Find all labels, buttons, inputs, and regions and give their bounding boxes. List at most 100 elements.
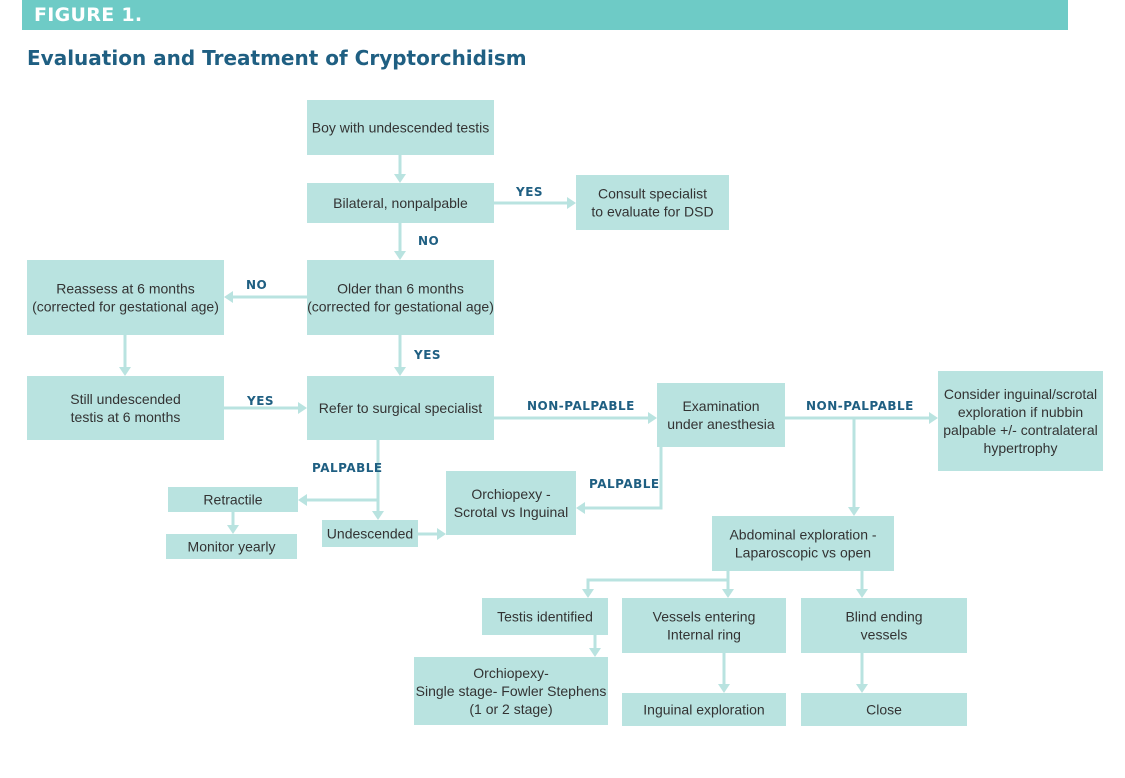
box-b14-line-1: Laparoscopic vs open	[735, 545, 871, 561]
box-b5-line-1: (corrected for gestational age)	[32, 299, 219, 315]
box-b4: Older than 6 months (corrected for gestat…	[307, 260, 494, 335]
box-b16-line-0: Vessels entering	[653, 609, 756, 625]
box-b18-shape	[414, 657, 608, 725]
box-b18-line-1: Single stage- Fowler Stephens	[416, 683, 607, 699]
figure-label: FIGURE 1.	[34, 4, 143, 26]
box-b3-line-0: Consult specialist	[598, 186, 707, 202]
box-b15-shape	[482, 598, 608, 635]
box-b2: Bilateral, nonpalpable	[307, 183, 494, 223]
edge-label-no_reassess: NO	[246, 278, 267, 292]
arrowhead-c-b4-b7	[394, 367, 406, 376]
arrowhead-c-b4-b5	[224, 291, 233, 303]
box-b16-line-1: Internal ring	[667, 627, 741, 643]
box-b19-line-0: Inguinal exploration	[643, 702, 764, 718]
box-b20-line-0: Close	[866, 702, 902, 718]
box-b1-shape	[307, 100, 494, 155]
box-b3-shape	[576, 175, 729, 230]
edge-label-yes_dsd: YES	[515, 185, 543, 199]
box-b4-shape	[307, 260, 494, 335]
box-b13-shape	[446, 471, 576, 535]
edge-label-yes_refer: YES	[413, 348, 441, 362]
arrowhead-c-b10-b11	[227, 525, 239, 534]
connector-c-b8-b13	[585, 447, 663, 510]
box-b4-line-0: Older than 6 months	[337, 281, 464, 297]
box-b12-line-0: Undescended	[327, 526, 413, 542]
edge-label-palpable_exam: PALPABLE	[589, 477, 660, 491]
box-b7: Refer to surgical specialist	[307, 376, 494, 440]
box-b17-shape	[801, 598, 967, 653]
figure-header-bar	[22, 0, 1068, 30]
edge-label-nonpalpable_exam: NON-PALPABLE	[527, 399, 635, 413]
box-b2-line-0: Bilateral, nonpalpable	[333, 195, 468, 211]
box-b6-shape	[27, 376, 224, 440]
box-b7-line-0: Refer to surgical specialist	[319, 400, 483, 416]
box-b5-line-0: Reassess at 6 months	[56, 281, 195, 297]
box-b19-shape	[622, 693, 786, 726]
box-b6-line-0: Still undescended	[70, 391, 181, 407]
box-b16-shape	[622, 598, 786, 653]
box-b11-shape	[166, 534, 297, 559]
arrowhead-c-b8-b14	[848, 507, 860, 516]
box-b15-line-0: Testis identified	[497, 609, 593, 625]
box-b3: Consult specialist to evaluate for DSD	[576, 175, 729, 230]
arrowhead-c-b7-b10	[298, 494, 307, 506]
box-b9-line-3: hypertrophy	[984, 440, 1058, 456]
arrowhead-c-b5-b6	[119, 367, 131, 376]
arrowhead-c-b8-b9	[929, 412, 938, 424]
box-b9-shape	[938, 371, 1103, 471]
box-b18-line-2: (1 or 2 stage)	[469, 701, 552, 717]
box-b3-line-1: to evaluate for DSD	[591, 204, 713, 220]
box-b14: Abdominal exploration - Laparoscopic vs o…	[712, 516, 894, 571]
box-b12-shape	[322, 520, 418, 547]
edge-label-palpable_refer: PALPABLE	[312, 461, 383, 475]
box-b1: Boy with undescended testis	[307, 100, 494, 155]
arrowhead-c-b15-b18	[589, 648, 601, 657]
arrowhead-c-b14-b15	[582, 589, 594, 598]
box-b8: Examination under anesthesia	[657, 383, 785, 447]
arrowhead-c-b6-b7	[298, 402, 307, 414]
edge-label-no_older: NO	[418, 234, 439, 248]
box-b10-line-0: Retractile	[203, 492, 262, 508]
box-b9-line-1: exploration if nubbin	[958, 404, 1083, 420]
box-b13-line-0: Orchiopexy -	[471, 486, 551, 502]
box-b4-line-1: (corrected for gestational age)	[307, 299, 494, 315]
box-b1-line-0: Boy with undescended testis	[312, 120, 489, 136]
box-b8-line-0: Examination	[682, 398, 759, 414]
box-b10-shape	[168, 487, 298, 512]
arrowhead-c-b12-b13	[437, 528, 446, 540]
box-b20: Close	[801, 693, 967, 726]
box-b20-shape	[801, 693, 967, 726]
box-b13: Orchiopexy - Scrotal vs Inguinal	[446, 471, 576, 535]
arrowhead-c-b8-b13	[576, 502, 585, 514]
arrowhead-c-b1-b2	[394, 174, 406, 183]
box-b14-shape	[712, 516, 894, 571]
box-b7-shape	[307, 376, 494, 440]
arrowhead-c-b2-b4	[394, 251, 406, 260]
box-b5: Reassess at 6 months (corrected for gesta…	[27, 260, 224, 335]
arrowhead-c-b17-b20	[856, 684, 868, 693]
box-b18: Orchiopexy-Single stage- Fowler Stephens…	[414, 657, 608, 725]
box-b17-line-1: vessels	[861, 627, 908, 643]
figure-title: Evaluation and Treatment of Cryptorchidi…	[27, 46, 527, 70]
arrowhead-c-b16-b19	[718, 684, 730, 693]
box-b5-shape	[27, 260, 224, 335]
box-b9-line-2: palpable +/- contralateral	[943, 422, 1098, 438]
box-b9-line-0: Consider inguinal/scrotal	[944, 386, 1097, 402]
arrowhead-c-b2-b3	[567, 197, 576, 209]
box-b6: Still undescended testis at 6 months	[27, 376, 224, 440]
box-b6-line-1: testis at 6 months	[71, 409, 181, 425]
box-b12: Undescended	[322, 520, 418, 547]
box-b9: Consider inguinal/scrotal exploration if …	[938, 371, 1103, 471]
box-b11: Monitor yearly	[166, 534, 297, 559]
box-b13-line-1: Scrotal vs Inguinal	[454, 504, 568, 520]
box-b14-line-0: Abdominal exploration -	[729, 527, 876, 543]
box-b10: Retractile	[168, 487, 298, 512]
arrowhead-c-b7-b12	[372, 511, 384, 520]
connector-c-b14-b15	[586, 571, 730, 589]
box-b8-line-1: under anesthesia	[667, 416, 775, 432]
arrowhead-c-b7-b8	[648, 412, 657, 424]
arrowhead-c-b14-b16	[722, 589, 734, 598]
